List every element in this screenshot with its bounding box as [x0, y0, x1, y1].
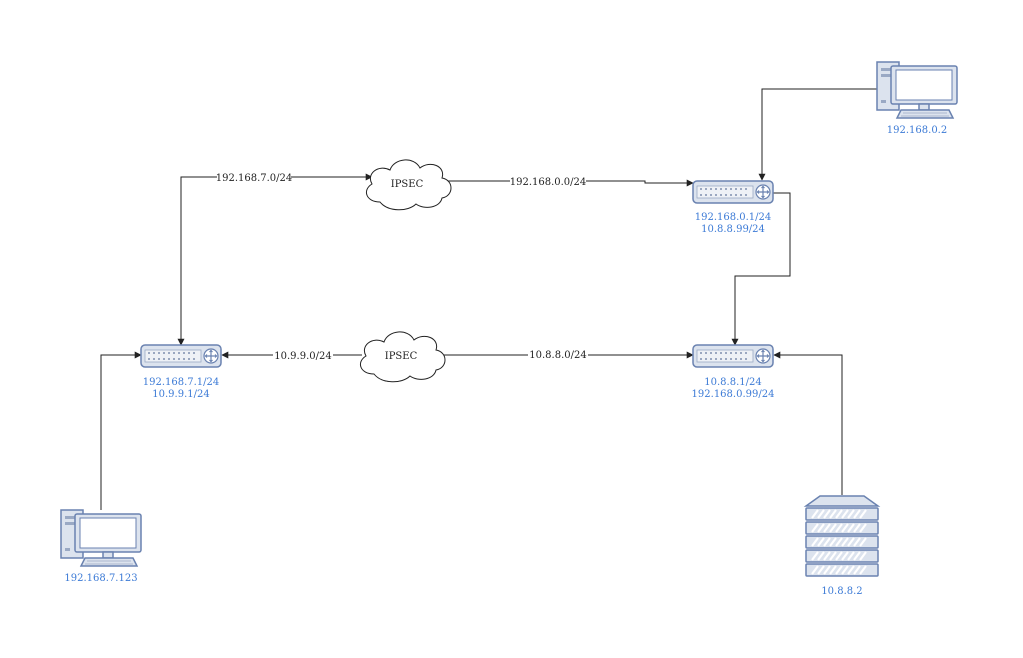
- router-left-ip1: 192.168.7.1/24: [143, 377, 220, 388]
- router-bottom-right[interactable]: [692, 344, 774, 368]
- ipsec-cloud-bottom-label: IPSEC: [385, 351, 418, 362]
- router-bottom-right-ip2: 192.168.0.99/24: [692, 389, 775, 400]
- ipsec-cloud-bottom[interactable]: IPSEC: [359, 331, 446, 383]
- router-icon: [692, 180, 774, 204]
- server[interactable]: [804, 494, 880, 578]
- link-label-bottom-right: 10.8.8.0/24: [529, 350, 586, 361]
- router-top-right-ip1: 192.168.0.1/24: [695, 212, 772, 223]
- router-bottom-right-ip1: 10.8.8.1/24: [704, 377, 761, 388]
- connections: [100, 88, 877, 510]
- link-label-bottom-left: 10.9.9.0/24: [274, 351, 331, 362]
- ipsec-cloud-top[interactable]: IPSEC: [365, 159, 452, 211]
- pc-top-right[interactable]: [876, 61, 958, 119]
- wire-pc-bottom-to-left-router: [100, 351, 142, 510]
- link-labels: 192.168.7.0/24 192.168.0.0/24 10.9.9.0/2…: [216, 172, 588, 362]
- link-label-top-right: 192.168.0.0/24: [510, 177, 587, 188]
- wire-left-router-to-top-cloud: [177, 173, 373, 346]
- wire-pc-top-to-router: [758, 88, 877, 181]
- router-icon: [140, 344, 222, 368]
- router-icon: [692, 344, 774, 368]
- router-left-ip2: 10.9.9.1/24: [152, 389, 209, 400]
- pc-bottom-left[interactable]: [60, 509, 142, 567]
- computer-icon: [60, 509, 142, 567]
- server-ip: 10.8.8.2: [821, 586, 862, 597]
- computer-icon: [876, 61, 958, 119]
- server-icon: [804, 494, 880, 578]
- router-top-right-ip2: 10.8.8.99/24: [701, 224, 765, 235]
- router-left[interactable]: [140, 344, 222, 368]
- ipsec-cloud-top-label: IPSEC: [391, 179, 424, 190]
- wire-top-router-to-bottom-router: [731, 192, 791, 346]
- wire-server-to-bottom-router: [773, 351, 843, 495]
- pc-bottom-left-ip: 192.168.7.123: [64, 573, 137, 584]
- pc-top-right-ip: 192.168.0.2: [887, 125, 947, 136]
- link-label-top-left: 192.168.7.0/24: [216, 173, 293, 184]
- router-top-right[interactable]: [692, 180, 774, 204]
